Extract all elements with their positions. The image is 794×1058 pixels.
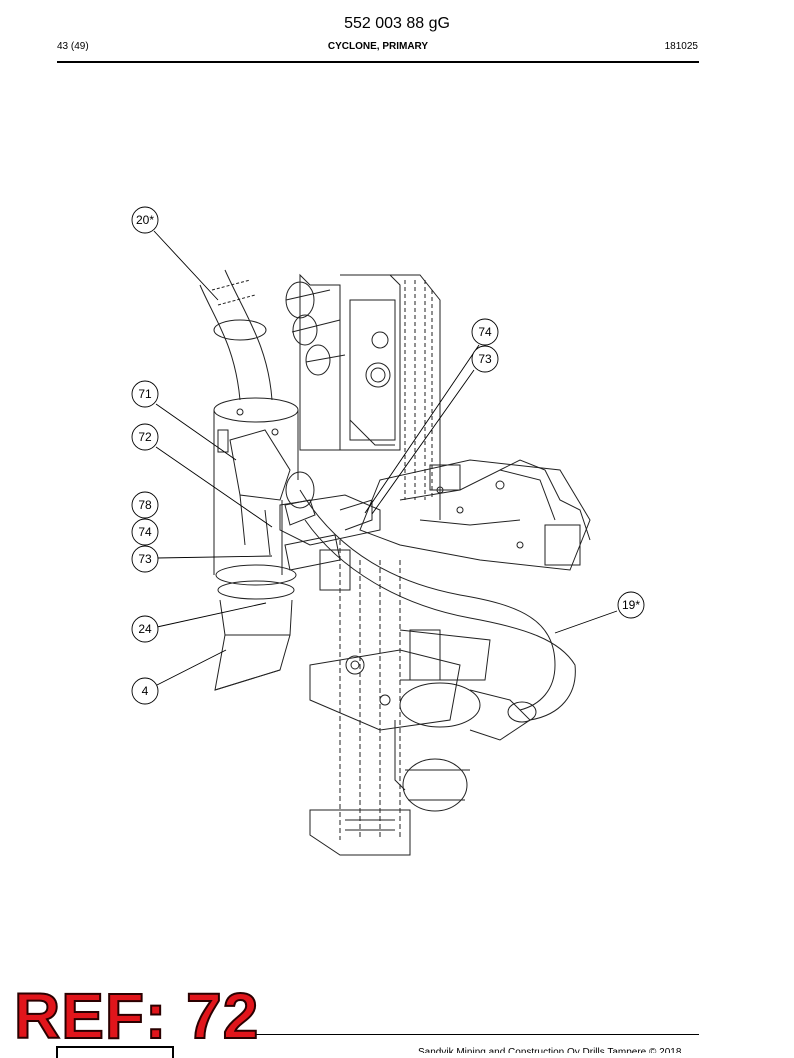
footer-copyright: Sandvik Mining and Construction Oy Drill… bbox=[418, 1047, 682, 1053]
support-bracket bbox=[279, 494, 381, 571]
callout-73 bbox=[131, 545, 159, 573]
date-code: 181025 bbox=[664, 41, 698, 52]
section-title: CYCLONE, PRIMARY bbox=[327, 41, 429, 52]
cyclone-body bbox=[213, 397, 299, 691]
callout-label: 20* bbox=[136, 213, 154, 227]
callout-24 bbox=[131, 615, 159, 643]
callout-71 bbox=[131, 380, 159, 408]
callout-labels: 20* 74 73 71 72 78 74 73 19* 24 4 bbox=[136, 213, 640, 698]
callout-label: 72 bbox=[138, 430, 152, 444]
callout-78 bbox=[131, 491, 159, 519]
machine-line-art bbox=[199, 269, 591, 856]
callout-20 bbox=[131, 206, 159, 234]
callout-label: 4 bbox=[142, 684, 149, 698]
hose-20 bbox=[199, 269, 273, 401]
callout-bubbles bbox=[131, 206, 645, 705]
footer-rule bbox=[250, 1034, 699, 1035]
callout-74 bbox=[131, 518, 159, 546]
page-count: 43 (49) bbox=[57, 41, 89, 52]
callout-19 bbox=[617, 591, 645, 619]
callout-label: 19* bbox=[622, 598, 640, 612]
rotation-unit bbox=[309, 629, 531, 812]
callout-4 bbox=[131, 677, 159, 705]
brand-logo bbox=[56, 1046, 174, 1058]
callout-label: 71 bbox=[138, 387, 152, 401]
reference-stamp: REF: 72 bbox=[13, 980, 260, 1052]
carriage bbox=[359, 459, 591, 571]
mast-frame bbox=[299, 273, 441, 520]
callout-72 bbox=[131, 423, 159, 451]
callout-label: 24 bbox=[138, 622, 152, 636]
callout-label: 74 bbox=[138, 525, 152, 539]
callout-label: 73 bbox=[138, 552, 152, 566]
callout-74-top bbox=[471, 318, 499, 346]
callout-73-top bbox=[471, 345, 499, 373]
leader-lines bbox=[153, 230, 618, 686]
callout-label: 73 bbox=[478, 352, 492, 366]
document-number: 552 003 88 gG bbox=[344, 15, 450, 32]
callout-label: 78 bbox=[138, 498, 152, 512]
hose-19 bbox=[284, 471, 576, 723]
callout-label: 74 bbox=[478, 325, 492, 339]
lower-mast bbox=[309, 540, 411, 856]
header-rule bbox=[57, 61, 699, 63]
upper-fittings bbox=[285, 281, 346, 376]
